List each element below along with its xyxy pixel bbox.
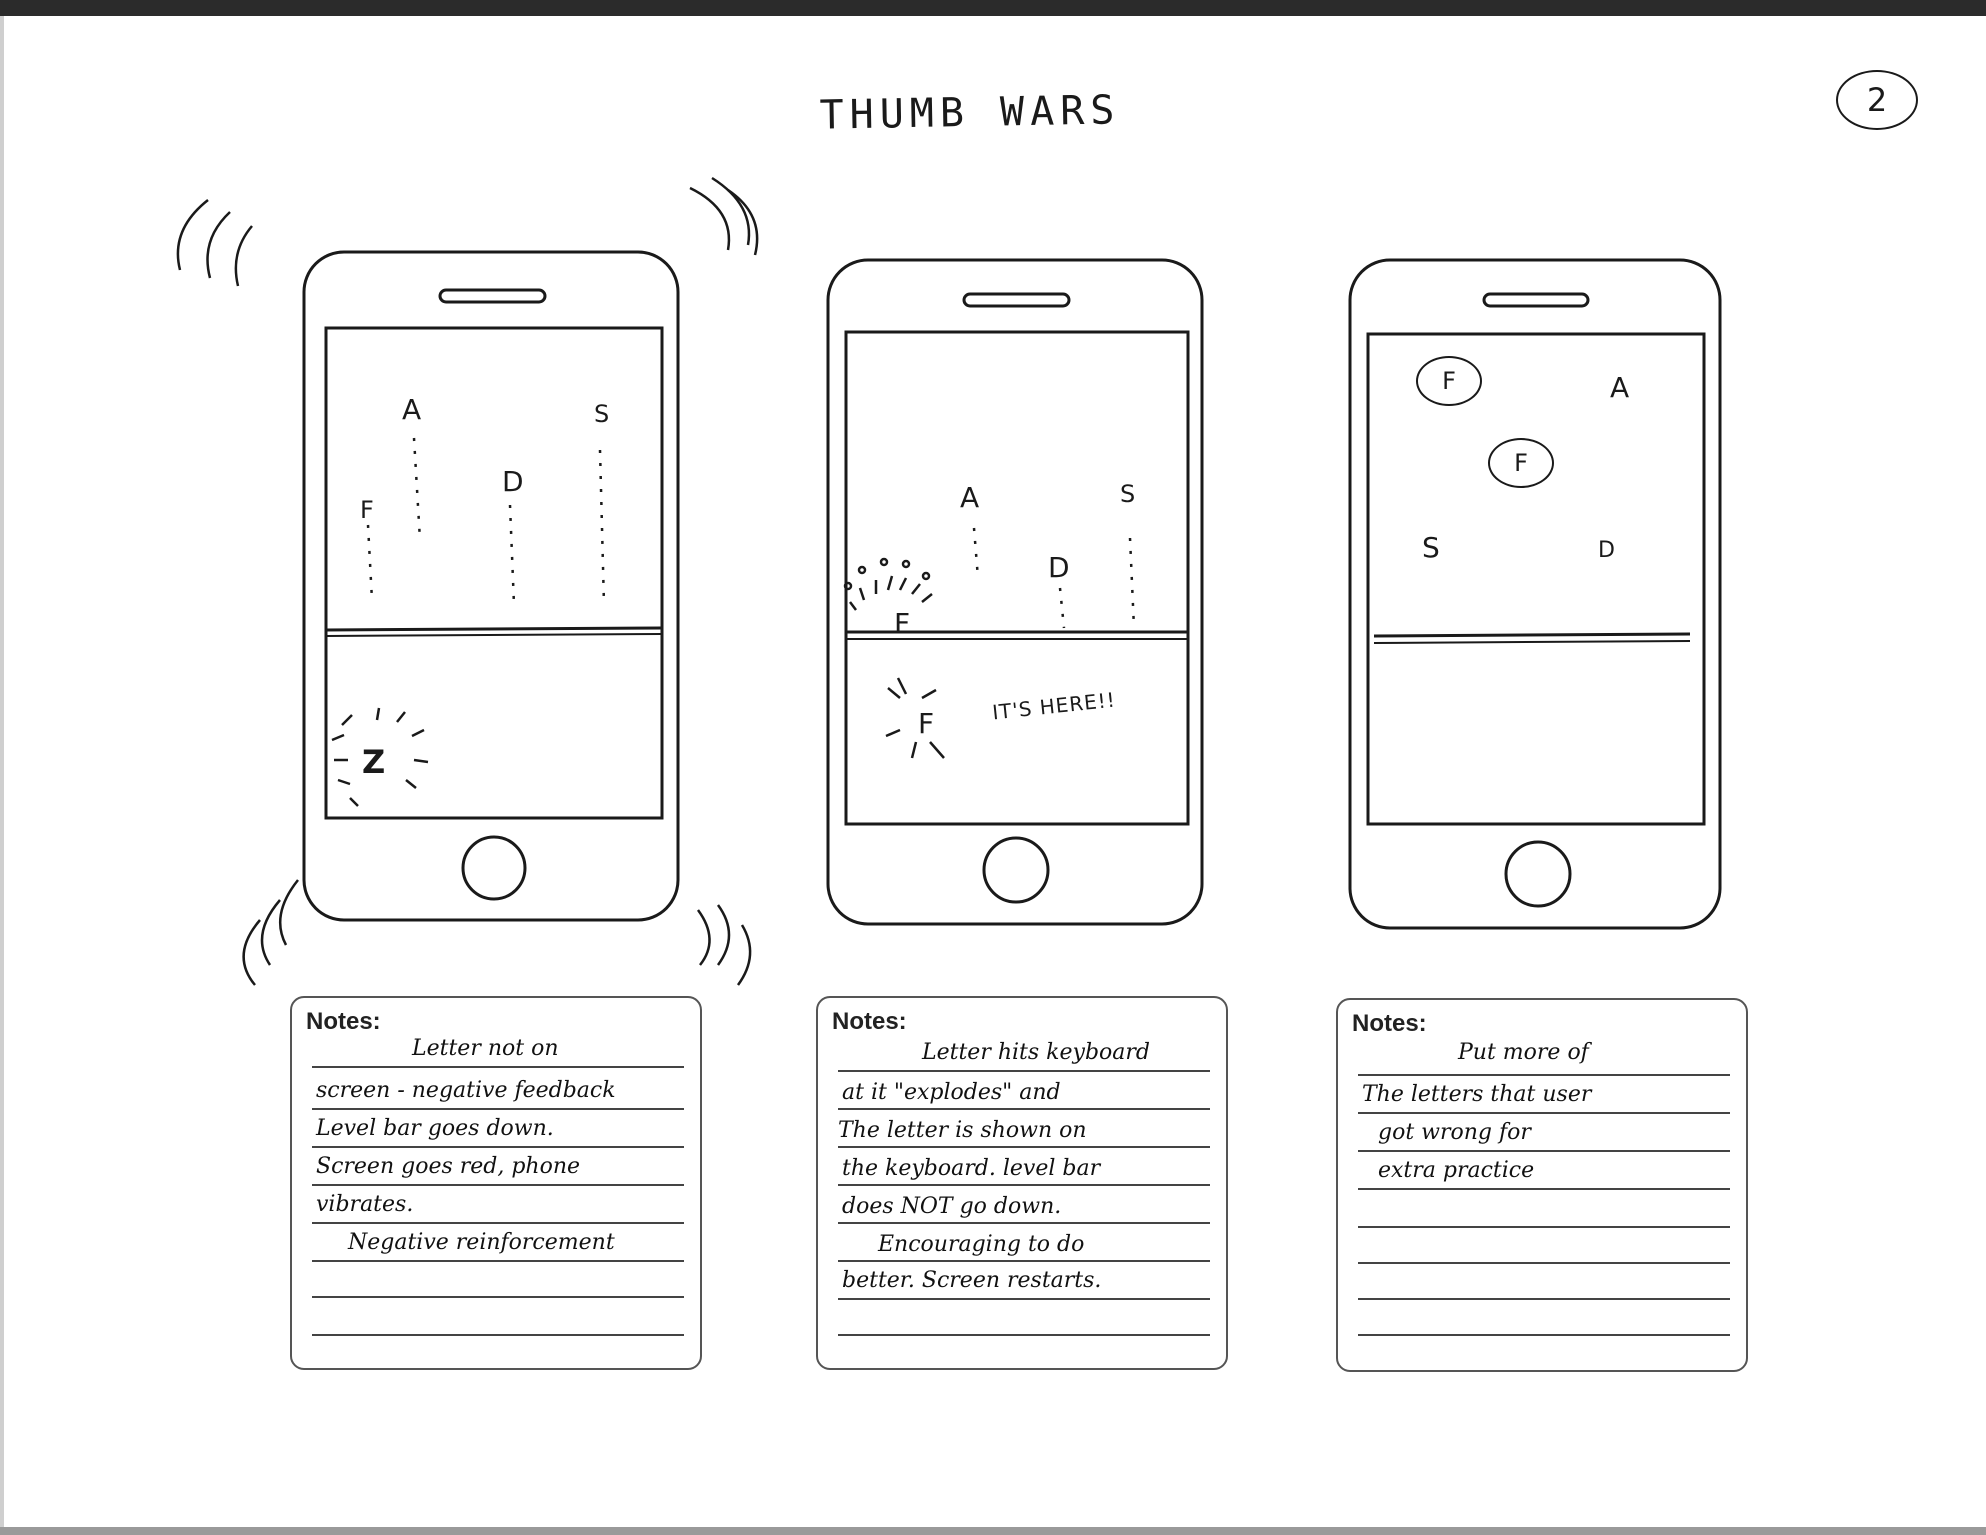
scan-top-edge — [0, 0, 1986, 16]
notes-rule — [312, 1184, 684, 1186]
notes-text-line: Letter not on — [412, 1036, 559, 1061]
notes-card-1: Notes: Letter not on screen - negative f… — [290, 996, 702, 1370]
circled-letter-f-2: F — [1488, 438, 1554, 488]
phone-frame-icon — [1348, 258, 1722, 930]
notes-rule — [1358, 1226, 1730, 1228]
notes-text-line: Put more of — [1458, 1040, 1589, 1065]
notes-text-line: extra practice — [1378, 1158, 1535, 1183]
notes-rule — [1358, 1334, 1730, 1336]
notes-card-2: Notes: Letter hits keyboard at it "explo… — [816, 996, 1228, 1370]
notes-rule — [838, 1334, 1210, 1336]
notes-text-line: Encouraging to do — [878, 1232, 1085, 1257]
notes-rule — [838, 1222, 1210, 1224]
notes-rule — [838, 1260, 1210, 1262]
notes-rule — [312, 1066, 684, 1068]
notes-rule — [838, 1184, 1210, 1186]
page-number-badge: 2 — [1836, 70, 1918, 130]
falling-letter-s: S — [594, 400, 610, 428]
notes-rule — [312, 1222, 684, 1224]
notes-text-line: Level bar goes down. — [316, 1116, 554, 1141]
scan-bottom-edge — [0, 1527, 1986, 1535]
notes-rule — [1358, 1074, 1730, 1076]
notes-rule — [1358, 1112, 1730, 1114]
notes-text-line: does NOT go down. — [842, 1194, 1062, 1219]
notes-rule — [838, 1298, 1210, 1300]
falling-letter-s: S — [1120, 480, 1136, 508]
phone-frame-icon — [826, 258, 1204, 926]
notes-rule — [312, 1260, 684, 1262]
falling-letter-f: F — [360, 496, 374, 524]
notes-rule — [312, 1146, 684, 1148]
phone-mockup-3: F F A S D — [1348, 258, 1728, 938]
notes-text-line: The letter is shown on — [838, 1118, 1087, 1143]
letter-d: D — [1598, 538, 1615, 563]
notes-label: Notes: — [832, 1008, 907, 1035]
keyboard-letter-f: F — [918, 707, 935, 740]
notes-text-line: Screen goes red, phone — [316, 1154, 581, 1179]
exploding-letter-f: F — [894, 607, 911, 640]
keyboard-letter-z: Z — [362, 743, 386, 781]
notes-rule — [1358, 1298, 1730, 1300]
notes-text-line: the keyboard. level bar — [842, 1156, 1101, 1181]
notes-text-line: better. Screen restarts. — [842, 1268, 1102, 1293]
notes-rule — [838, 1108, 1210, 1110]
notes-rule — [1358, 1188, 1730, 1190]
falling-letter-d: D — [502, 465, 524, 498]
phone-mockup-1: A S D F Z — [302, 250, 682, 930]
notes-rule — [312, 1108, 684, 1110]
notes-text-line: The letters that user — [1362, 1082, 1592, 1107]
notes-rule — [312, 1296, 684, 1298]
notes-text-line: Letter hits keyboard — [922, 1040, 1150, 1065]
falling-letter-a: A — [402, 393, 422, 426]
circled-letter-f-1: F — [1416, 356, 1482, 406]
notes-card-3: Notes: Put more of The letters that user… — [1336, 998, 1748, 1372]
letter-s: S — [1422, 531, 1440, 564]
notes-rule — [1358, 1150, 1730, 1152]
phone-mockup-2: A S D F F IT'S HERE!! — [826, 258, 1206, 938]
notes-label: Notes: — [306, 1008, 381, 1035]
falling-letter-a: A — [960, 481, 980, 514]
notes-text-line: got wrong for — [1378, 1120, 1531, 1145]
notes-rule — [838, 1070, 1210, 1072]
phone-frame-icon — [302, 250, 680, 922]
notes-label: Notes: — [1352, 1010, 1427, 1037]
notes-text-line: screen - negative feedback — [316, 1078, 616, 1103]
notes-rule — [838, 1146, 1210, 1148]
notes-text-line: at it "explodes" and — [842, 1080, 1061, 1105]
notes-rule — [1358, 1262, 1730, 1264]
notes-text-line: vibrates. — [316, 1192, 414, 1217]
notes-rule — [312, 1334, 684, 1336]
falling-letter-d: D — [1048, 551, 1070, 584]
notes-text-line: Negative reinforcement — [348, 1230, 615, 1255]
scan-left-edge — [0, 16, 4, 1535]
letter-a: A — [1610, 371, 1630, 404]
